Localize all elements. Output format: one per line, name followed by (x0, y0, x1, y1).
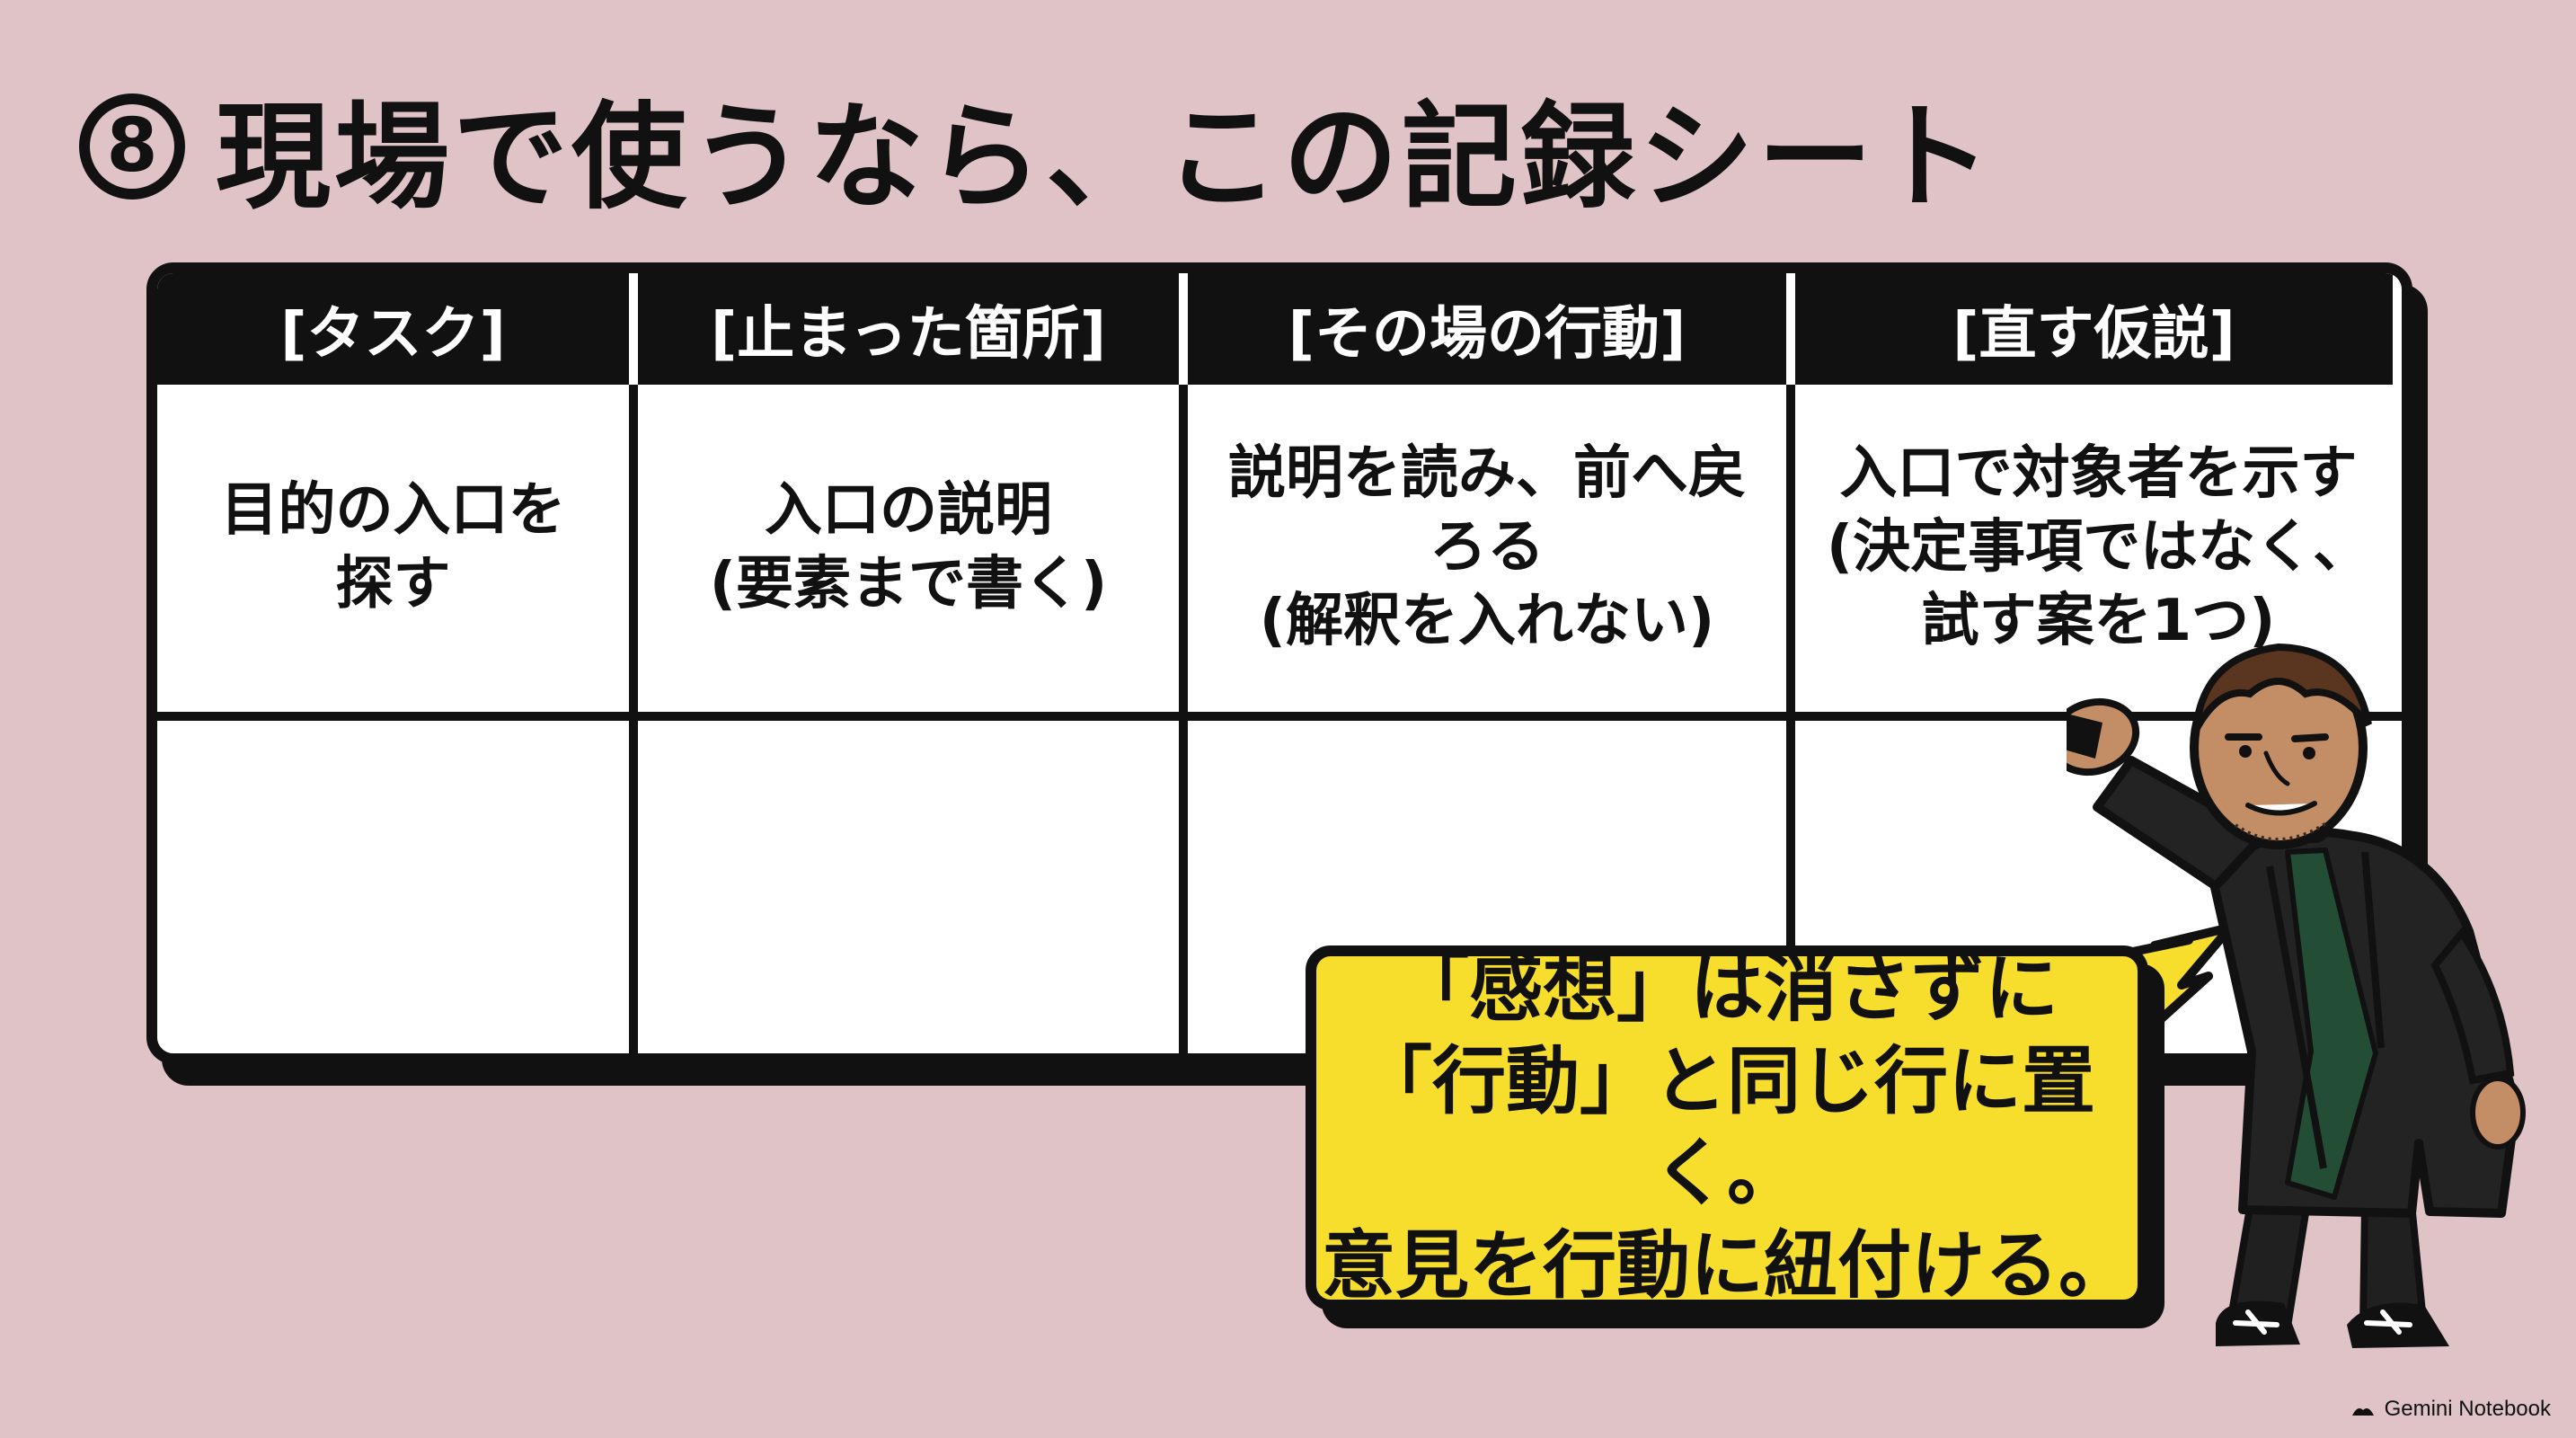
column-header-stop-point: [止まった箇所] (638, 273, 1188, 385)
page-title-text: 現場で使うなら、この記録シート (216, 90, 1996, 225)
presenter-body (2208, 827, 2520, 1218)
presenter-shoes (2216, 1300, 2449, 1348)
table-empty-cell (157, 721, 638, 1053)
speech-bubble-text: 「感想」は消さずに 「行動」と同じ行に置く。 意見を行動に紐付ける。 (1321, 946, 2132, 1309)
speech-bubble: 「感想」は消さずに 「行動」と同じ行に置く。 意見を行動に紐付ける。 (1306, 945, 2148, 1310)
record-sheet-table: [タスク] [止まった箇所] [その場の行動] [直す仮説] 目的の入口を 探す… (157, 273, 2402, 1053)
credit-text: Gemini Notebook (2384, 1397, 2551, 1421)
table-cell-stop-point: 入口の説明 (要素まで書く) (638, 385, 1188, 721)
column-header-hypothesis: [直す仮説] (1795, 273, 2402, 385)
table-cell-task: 目的の入口を 探す (157, 385, 638, 721)
table-cell-hypothesis-text: 入口で対象者を示す (決定事項ではなく、 試す案を1つ) (1826, 440, 2371, 654)
section-number: 8 (106, 103, 158, 189)
notebook-icon (2351, 1408, 2374, 1416)
section-number-badge: 8 (79, 93, 185, 200)
table-empty-cell (638, 721, 1188, 1053)
marker-icon (2067, 714, 2102, 759)
table-cell-action-text: 説明を読み、前へ戻 ろる (解釈を入れない) (1228, 440, 1746, 654)
page-title: 8 現場で使うなら、この記録シート (79, 52, 1995, 241)
presenter-head (2190, 643, 2372, 849)
table-cell-stop-point-text: 入口の説明 (要素まで書く) (709, 477, 1108, 617)
presenter-right-arm (2430, 927, 2526, 1150)
table-cell-task-text: 目的の入口を 探す (220, 477, 566, 617)
column-header-task: [タスク] (157, 273, 638, 385)
column-header-action: [その場の行動] (1188, 273, 1795, 385)
presenter-illustration (2067, 643, 2526, 1348)
credit: Gemini Notebook (2350, 1397, 2551, 1422)
table-cell-action: 説明を読み、前へ戻 ろる (解釈を入れない) (1188, 385, 1795, 721)
